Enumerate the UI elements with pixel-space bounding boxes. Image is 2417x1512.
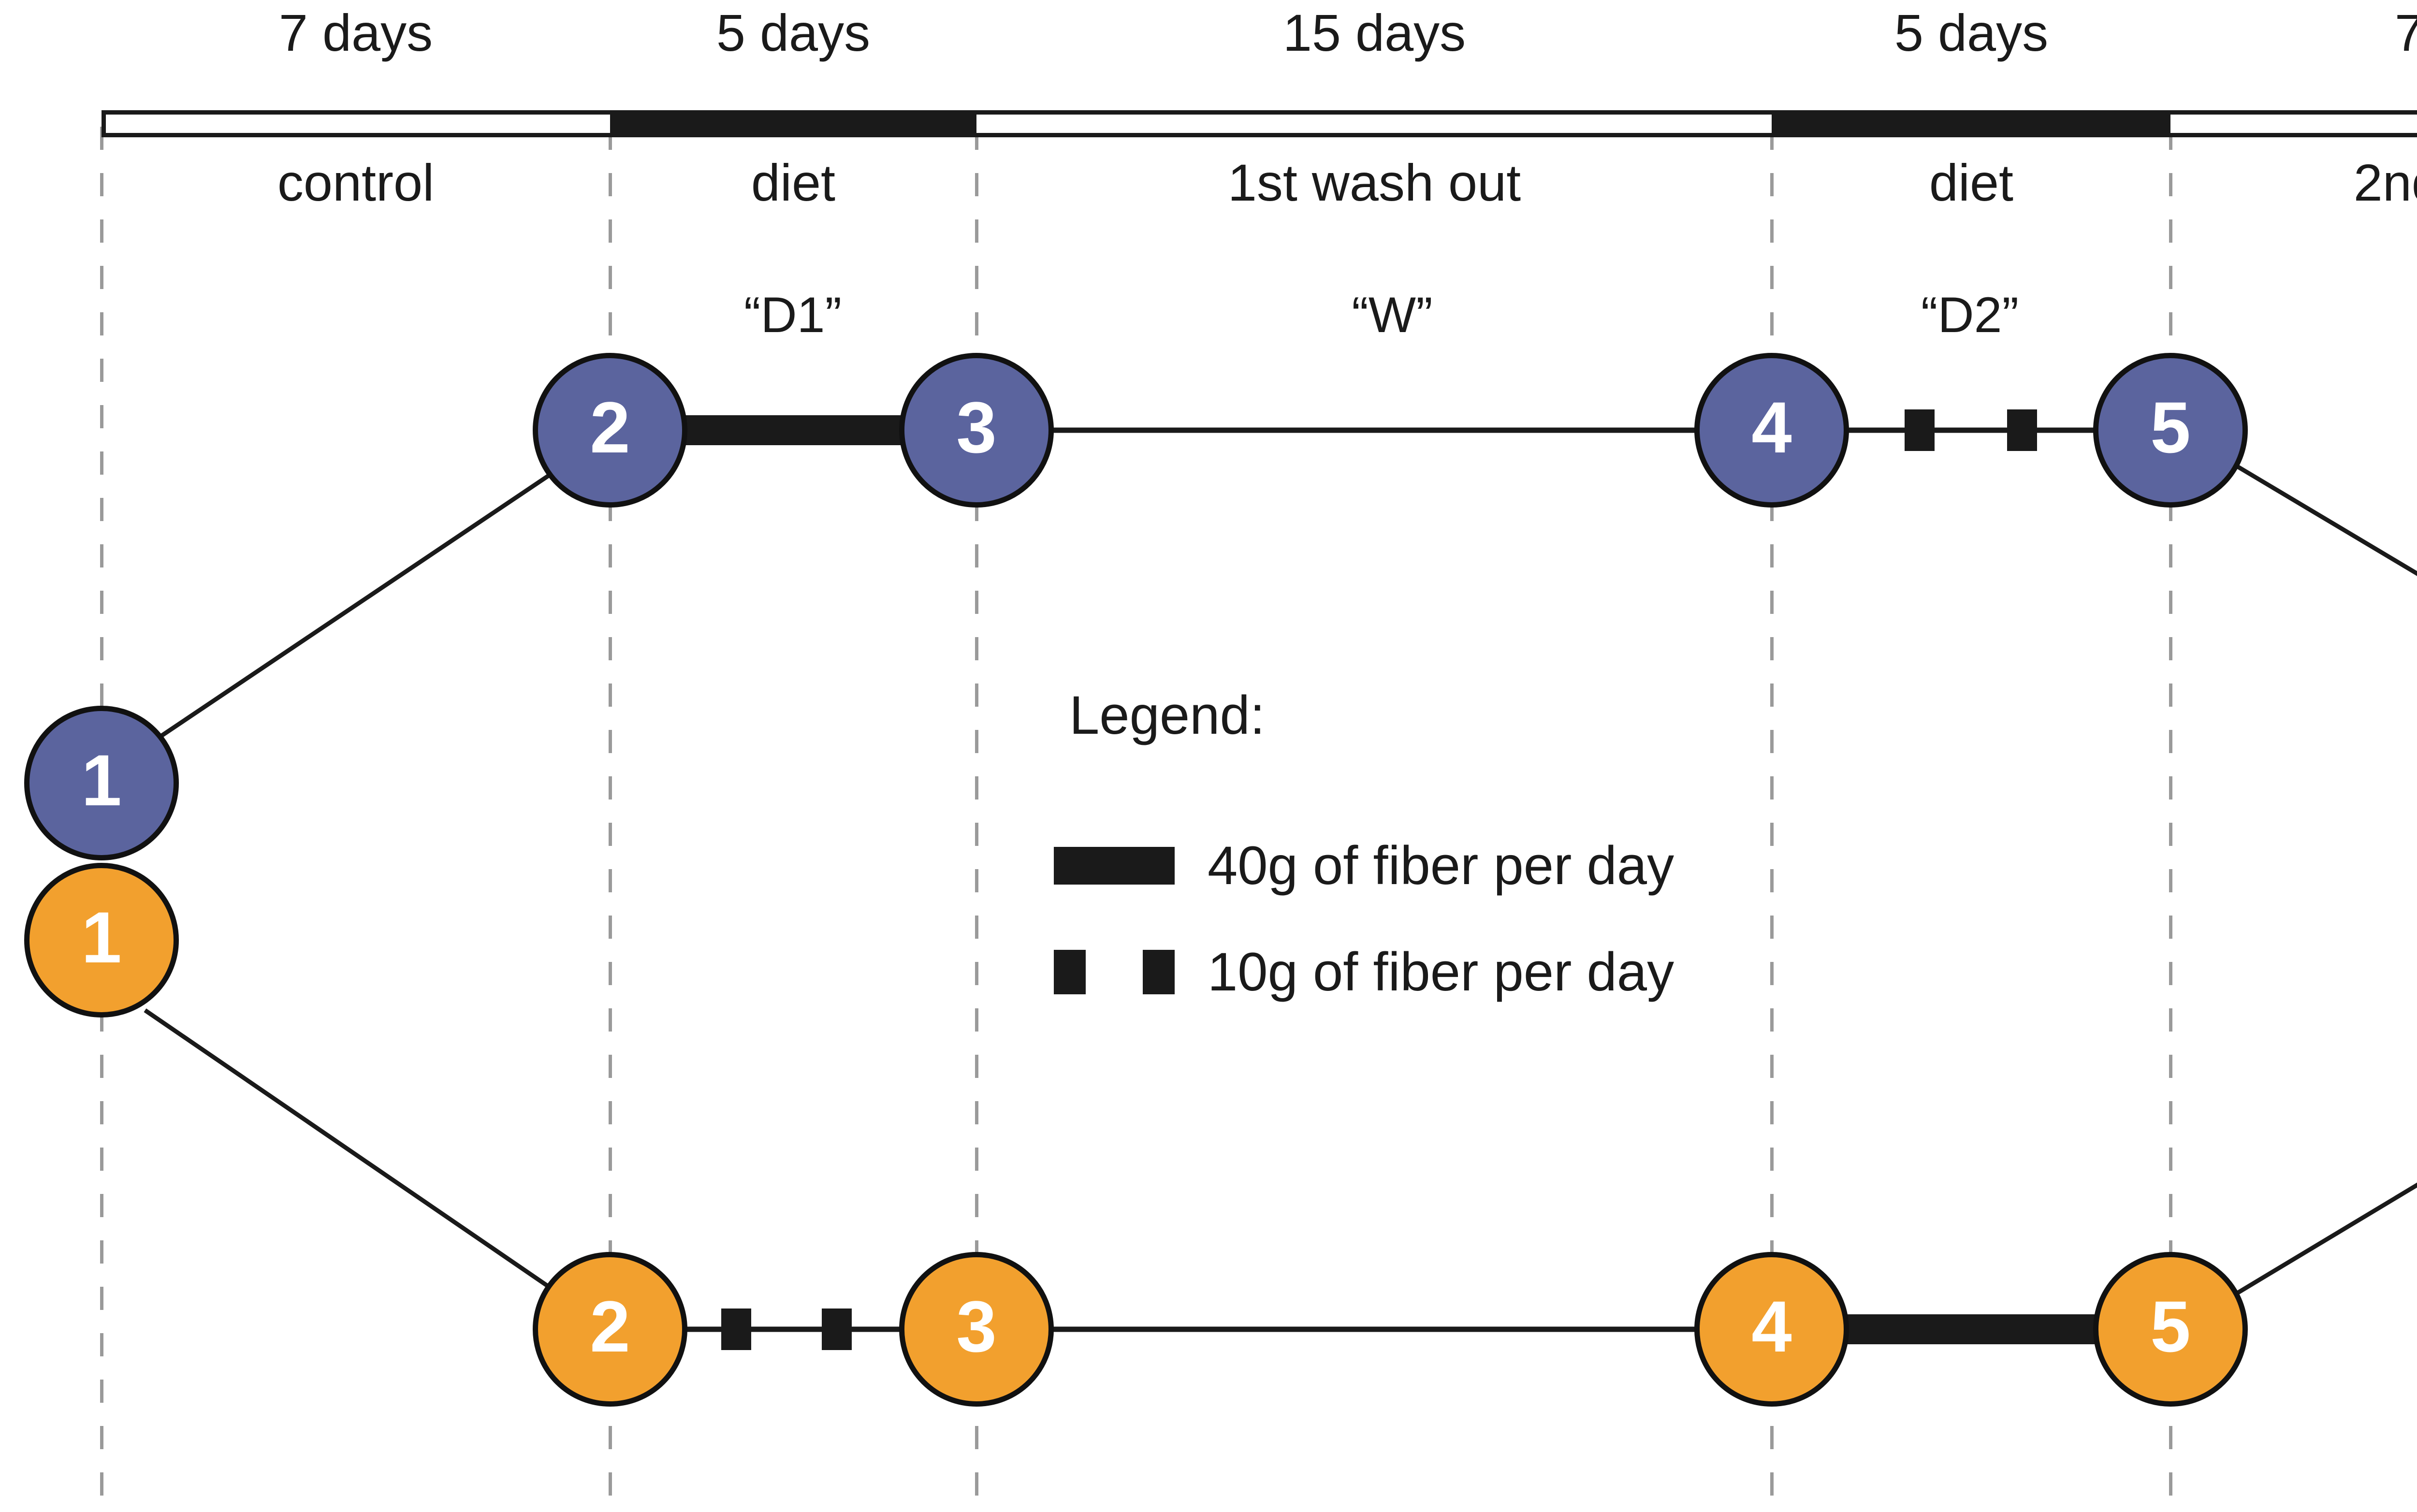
- timeline-bar: [102, 110, 2417, 137]
- node-blue-3[interactable]: 3: [899, 353, 1054, 508]
- duration-label-washout-1: 15 days: [1282, 3, 1466, 62]
- node-blue-1-label: 1: [81, 740, 122, 821]
- phase-label-diet-1: diet: [751, 153, 836, 212]
- phase-label-washout-2: 2nd wash out: [2353, 153, 2417, 212]
- node-orange-2[interactable]: 2: [533, 1252, 687, 1407]
- phase-label-washout-1: 1st wash out: [1227, 153, 1521, 212]
- node-orange-2-label: 2: [590, 1286, 630, 1367]
- orange-link-1-2: [144, 1008, 563, 1297]
- guide-line-2: [608, 127, 612, 1512]
- guide-line-4: [1770, 127, 1774, 1512]
- node-blue-5[interactable]: 5: [2093, 353, 2248, 508]
- node-orange-5[interactable]: 5: [2093, 1252, 2248, 1407]
- guide-line-5: [2169, 127, 2172, 1512]
- legend-swatch-dashed-bar-icon: [1054, 950, 1175, 994]
- period-code-w: “W”: [1352, 287, 1433, 343]
- timeline-segment-diet-1: [610, 110, 976, 137]
- period-code-d2: “D2”: [1921, 287, 2019, 343]
- node-orange-3-label: 3: [956, 1286, 997, 1367]
- node-orange-4[interactable]: 4: [1694, 1252, 1849, 1407]
- blue-link-1-2: [144, 464, 565, 749]
- duration-label-control: 7 days: [278, 3, 433, 62]
- legend-title: Legend:: [1069, 685, 1265, 745]
- orange-link-2-3-dash-square-1: [721, 1308, 751, 1350]
- legend-swatch-solid-bar-icon: [1054, 847, 1175, 885]
- node-blue-2[interactable]: 2: [533, 353, 687, 508]
- guide-line-3: [975, 127, 978, 1512]
- blue-link-3-4: [1049, 427, 1699, 433]
- phase-label-diet-2: diet: [1929, 153, 2014, 212]
- node-orange-1-label: 1: [81, 897, 122, 978]
- phase-label-control: control: [277, 153, 435, 212]
- timeline-segment-diet-2: [1772, 110, 2170, 137]
- blue-link-4-5-10g: [1844, 427, 2098, 433]
- blue-link-5-6: [2232, 462, 2417, 749]
- node-blue-2-label: 2: [590, 387, 630, 468]
- duration-label-washout-2: 7 days: [2394, 3, 2417, 62]
- node-orange-1[interactable]: 1: [24, 863, 179, 1018]
- node-blue-3-label: 3: [956, 387, 997, 468]
- blue-link-4-5-dash-square-2: [2007, 409, 2037, 451]
- node-orange-4-label: 4: [1751, 1286, 1792, 1367]
- orange-link-3-4: [1049, 1326, 1699, 1332]
- orange-link-2-3-dash-square-2: [822, 1308, 852, 1350]
- legend-label-10g: 10g of fiber per day: [1208, 942, 1674, 1002]
- orange-link-5-6: [2232, 1008, 2417, 1297]
- legend-item-40g: 40g of fiber per day: [1054, 839, 1674, 893]
- node-blue-5-label: 5: [2150, 387, 2191, 468]
- blue-link-4-5-dash-square-1: [1905, 409, 1935, 451]
- node-orange-5-label: 5: [2150, 1286, 2191, 1367]
- node-blue-1[interactable]: 1: [24, 706, 179, 860]
- blue-link-2-3-40g: [677, 415, 910, 445]
- orange-link-2-3-10g: [677, 1326, 909, 1332]
- node-blue-4-label: 4: [1751, 387, 1792, 468]
- duration-label-diet-2: 5 days: [1894, 3, 2049, 62]
- legend-item-10g: 10g of fiber per day: [1054, 945, 1674, 999]
- node-blue-4[interactable]: 4: [1694, 353, 1849, 508]
- period-code-d1: “D1”: [743, 287, 842, 343]
- orange-link-4-5-40g: [1842, 1314, 2098, 1344]
- duration-label-diet-1: 5 days: [716, 3, 871, 62]
- node-orange-3[interactable]: 3: [899, 1252, 1054, 1407]
- legend-label-40g: 40g of fiber per day: [1208, 835, 1674, 896]
